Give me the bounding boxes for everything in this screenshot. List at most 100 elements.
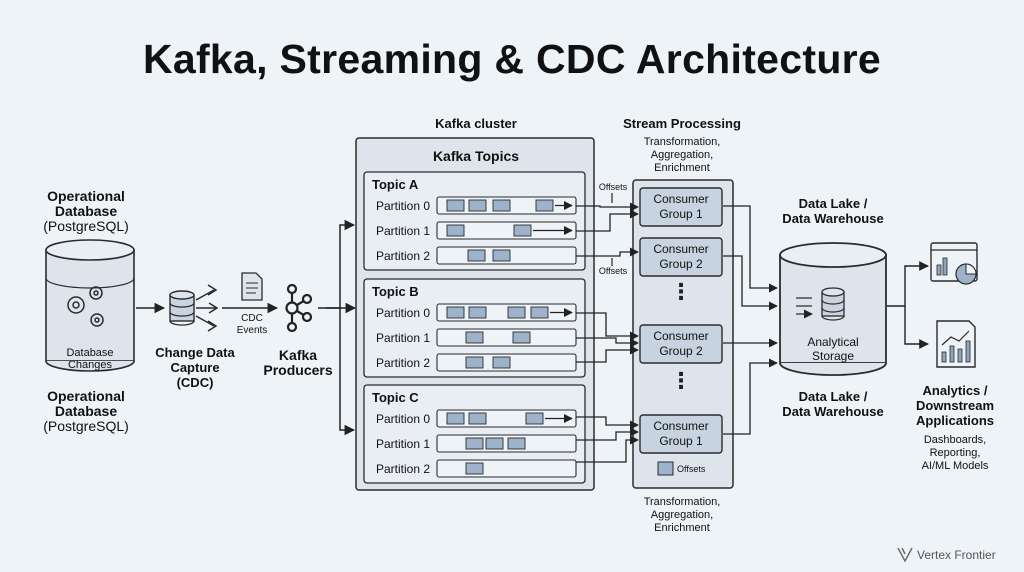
lake-bottom-line2: Data Warehouse	[782, 404, 884, 419]
cdc-label-line1: Change Data	[155, 345, 235, 360]
cdc-label-line2: Capture	[170, 360, 220, 375]
partition-label: Partition 0	[376, 306, 431, 320]
analytics-desc-line2: Reporting,	[929, 447, 981, 459]
message-block	[507, 437, 526, 450]
message-block	[485, 437, 504, 450]
ellipsis-dots-upper: ⋮	[670, 279, 692, 304]
message-block	[465, 331, 484, 344]
analytics-heading-line3: Applications	[915, 413, 995, 428]
analytics-desc-line3: AI/ML Models	[921, 460, 989, 472]
message-block	[492, 249, 511, 262]
analytical-storage-line1: Analytical	[807, 335, 859, 349]
partition-label: Partition 2	[376, 249, 431, 263]
lake-top-line2: Data Warehouse	[782, 211, 884, 226]
consumer-group-label-line1: Consumer	[653, 192, 709, 206]
database-changes-line2: Changes	[67, 359, 113, 371]
data-lake-cylinder	[779, 242, 887, 376]
partition-bar	[436, 459, 577, 478]
stream-processing-heading: Stream Processing	[623, 116, 741, 131]
analytics-desc-line1: Dashboards,	[923, 434, 987, 446]
cdc-events-document-icon	[241, 272, 263, 301]
partition-label: Partition 0	[376, 412, 431, 426]
processing-bottom-note-line3: Enrichment	[654, 522, 710, 534]
message-block	[465, 437, 484, 450]
source-db-bottom-line3: (PostgreSQL)	[43, 418, 129, 434]
kafka-topics-heading: Kafka Topics	[432, 148, 520, 164]
consumer-group-label-line1: Consumer	[653, 419, 709, 433]
offsets-label-top: Offsets	[598, 182, 628, 192]
source-db-bottom-line2: Database	[54, 403, 118, 419]
partition-label: Partition 2	[376, 356, 431, 370]
lake-bottom-line1: Data Lake /	[798, 389, 868, 404]
cdc-fanout-chevrons	[195, 284, 219, 332]
offsets-small-marker	[657, 461, 674, 476]
offsets-label-bottom: Offsets	[677, 464, 706, 474]
message-block	[468, 199, 487, 212]
consumer-group-label-line2: Group 2	[659, 257, 703, 271]
analytical-storage-line2: Storage	[811, 349, 855, 363]
source-db-top-line2: Database	[54, 203, 118, 219]
partition-label: Partition 2	[376, 462, 431, 476]
main-flow-arrows	[136, 219, 357, 436]
gears-icon	[67, 286, 104, 327]
consumer-group-box	[639, 324, 723, 364]
offsets-label-middle: Offsets	[598, 266, 628, 276]
consumer-group-box	[639, 414, 723, 454]
message-block	[465, 462, 484, 475]
producers-label-line2: Producers	[263, 362, 333, 378]
source-db-top-line1: Operational	[47, 188, 125, 204]
page-title: Kafka, Streaming & CDC Architecture	[142, 36, 882, 82]
partition-bar	[436, 328, 577, 347]
processing-bottom-note-line1: Transformation,	[643, 496, 721, 508]
message-block	[530, 306, 549, 319]
report-chart-icon	[936, 320, 976, 368]
partition-label: Partition 1	[376, 224, 431, 238]
message-block	[513, 224, 532, 237]
consumer-group-box	[639, 187, 723, 227]
topics-layer	[363, 171, 586, 484]
kafka-producers-icon	[285, 283, 313, 333]
message-block	[467, 249, 486, 262]
lake-top-line1: Data Lake /	[798, 196, 868, 211]
cdc-events-line1: CDC	[241, 313, 263, 324]
message-block	[512, 331, 531, 344]
consumer-group-label-line1: Consumer	[653, 329, 709, 343]
message-block	[446, 224, 465, 237]
message-block	[492, 199, 511, 212]
cdc-events-line2: Events	[236, 325, 268, 336]
kafka-cluster-label: Kafka cluster	[435, 116, 517, 131]
partition-label: Partition 0	[376, 199, 431, 213]
lake-inner-database-icon	[796, 287, 845, 320]
message-block	[525, 412, 544, 425]
message-block	[446, 199, 465, 212]
analytics-heading-line1: Analytics /	[922, 383, 988, 398]
consumer-group-label-line2: Group 1	[659, 434, 703, 448]
topic-name: Topic B	[372, 284, 419, 299]
dashboard-window-icon	[930, 242, 978, 285]
partition-bar	[436, 434, 577, 453]
database-changes-line1: Database	[66, 347, 114, 359]
processing-top-note-line1: Transformation,	[643, 136, 721, 148]
processing-top-note-line2: Aggregation,	[650, 149, 714, 161]
consumer-group-label-line2: Group 1	[659, 207, 703, 221]
analytics-heading-line2: Downstream	[915, 398, 995, 413]
consumer-to-lake-arrows	[723, 205, 778, 435]
message-block	[446, 412, 465, 425]
message-block	[465, 356, 484, 369]
vertex-frontier-logo-icon	[897, 547, 913, 563]
producers-label-line1: Kafka	[278, 347, 318, 363]
cdc-database-icon	[169, 290, 195, 326]
consumer-group-label-line1: Consumer	[653, 242, 709, 256]
message-block	[446, 306, 465, 319]
source-db-top-line3: (PostgreSQL)	[43, 218, 129, 234]
watermark: Vertex Frontier	[917, 548, 996, 562]
lake-to-analytics-arrows	[887, 261, 929, 349]
message-block	[468, 412, 487, 425]
topic-name: Topic A	[372, 177, 419, 192]
partition-label: Partition 1	[376, 331, 431, 345]
message-block	[535, 199, 554, 212]
partition-to-consumer-arrows	[576, 202, 639, 463]
operational-database-cylinder	[45, 239, 135, 372]
message-block	[507, 306, 526, 319]
